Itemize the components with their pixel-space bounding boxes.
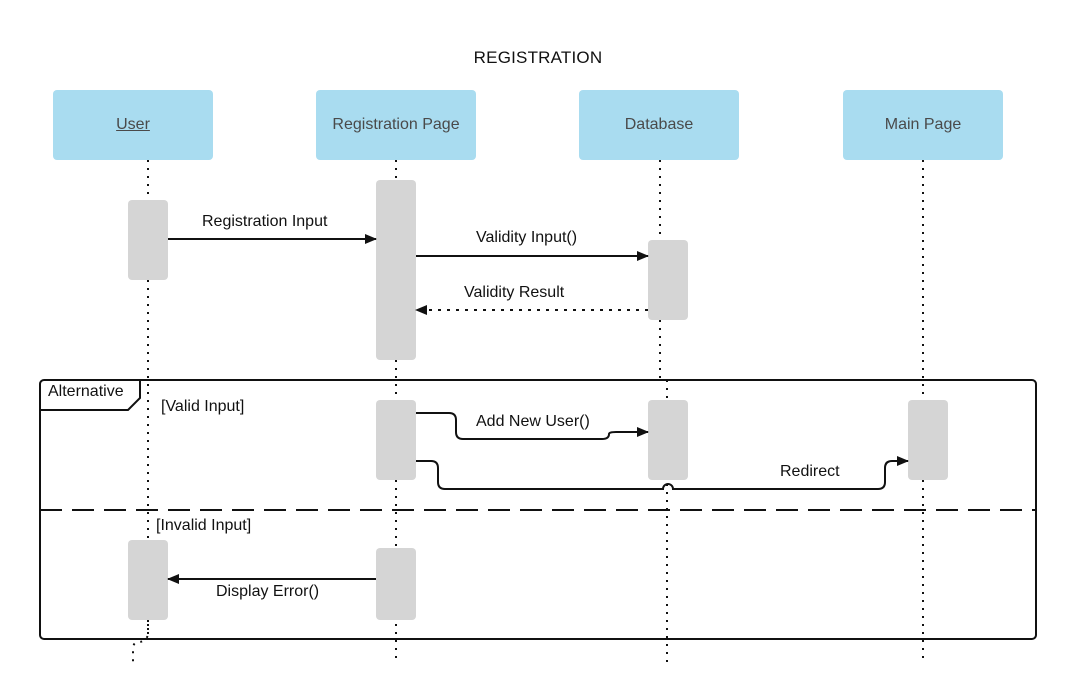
fragment-operator-tab (40, 380, 141, 411)
lifeline-user-tail (132, 620, 149, 662)
activation-user-1 (128, 200, 168, 280)
activation-database-1 (648, 240, 688, 320)
fragment-operator-label: Alternative (48, 383, 124, 400)
actor-user: User (53, 90, 213, 160)
fragment-guard-invalid: [Invalid Input] (156, 517, 252, 534)
diagram-title: REGISTRATION (473, 48, 603, 67)
actor-registration-page-label: Registration Page (332, 116, 460, 133)
message-validity-result-label: Validity Result (464, 284, 565, 301)
activation-registration-page-1 (376, 180, 416, 360)
actor-database: Database (579, 90, 739, 160)
message-validity-input-label: Validity Input() (476, 229, 578, 246)
message-registration-input-label: Registration Input (202, 213, 328, 230)
actor-user-label: User (116, 116, 150, 133)
actor-main-page-label: Main Page (884, 116, 962, 133)
fragment-guard-valid: [Valid Input] (161, 398, 245, 415)
message-add-new-user-arrow (416, 412, 649, 440)
actor-database-label: Database (624, 116, 694, 133)
message-add-new-user-label: Add New User() (476, 413, 590, 430)
activation-database-2 (648, 400, 688, 480)
message-redirect-label: Redirect (780, 463, 840, 480)
message-display-error-label: Display Error() (216, 583, 320, 600)
activation-registration-page-2 (376, 400, 416, 480)
message-redirect-arrow (416, 456, 909, 490)
activation-user-2 (128, 540, 168, 620)
actor-main-page: Main Page (843, 90, 1003, 160)
activation-main-page-1 (908, 400, 948, 480)
actor-registration-page: Registration Page (316, 90, 476, 160)
activation-registration-page-3 (376, 548, 416, 620)
